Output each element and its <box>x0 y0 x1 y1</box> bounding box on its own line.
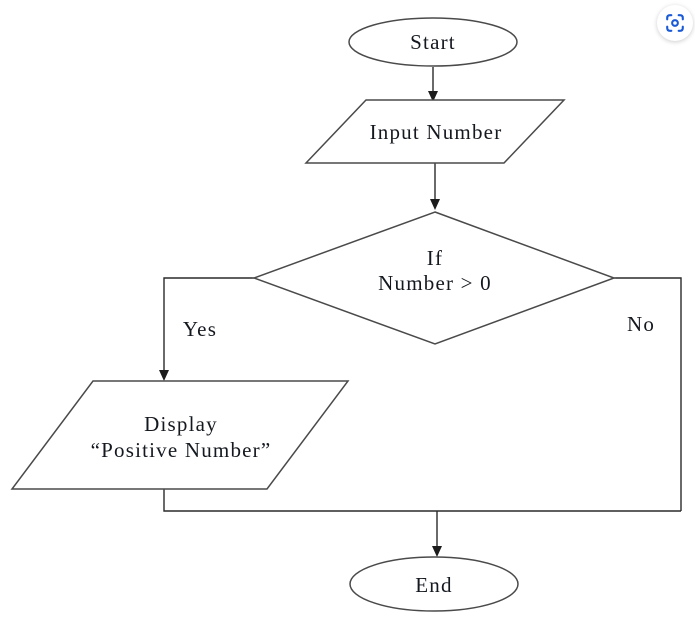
input-label: Input Number <box>370 120 503 144</box>
arrowhead-yes-branch <box>159 370 169 381</box>
start-terminator-shape <box>348 17 518 67</box>
start-label: Start <box>410 30 456 54</box>
visual-search-button[interactable] <box>657 5 693 41</box>
end-terminator-shape <box>349 556 519 612</box>
decision-label-line1: If <box>427 246 443 270</box>
decision-label-line2: Number > 0 <box>378 271 492 295</box>
yes-branch-label: Yes <box>183 317 217 341</box>
edge-merge-line <box>163 489 681 512</box>
arrowhead-merge-to-end <box>432 546 442 557</box>
decision-diamond-shape <box>251 211 617 345</box>
arrowhead-input-to-decision <box>430 199 440 210</box>
arrowhead-start-to-input <box>428 91 438 102</box>
display-label-line2: “Positive Number” <box>91 438 272 462</box>
input-parallelogram-shape <box>304 99 566 164</box>
display-parallelogram-shape <box>10 380 350 490</box>
end-label: End <box>415 573 452 597</box>
visual-search-icon <box>664 12 686 34</box>
edge-no-branch <box>614 277 682 511</box>
display-label-line1: Display <box>144 412 218 436</box>
edge-yes-branch <box>163 277 254 370</box>
no-branch-label: No <box>627 312 655 336</box>
